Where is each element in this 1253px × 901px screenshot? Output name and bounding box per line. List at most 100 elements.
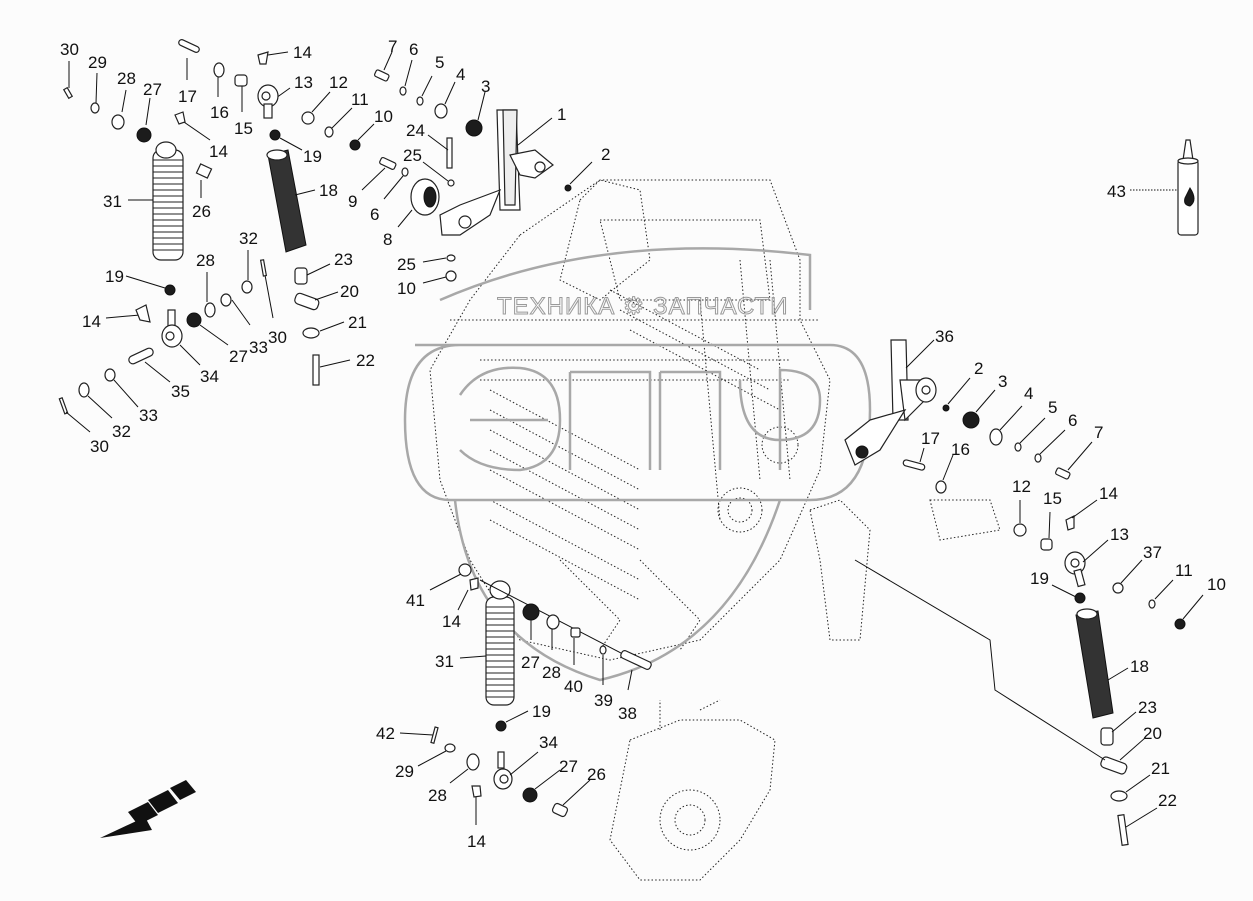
washer-16[interactable]: [213, 62, 225, 78]
grease-nipple-14-right[interactable]: [1065, 515, 1075, 531]
pin-17[interactable]: [178, 39, 200, 54]
flange-nut-12-right[interactable]: [1013, 523, 1027, 537]
grease-nipple-14-bottom2[interactable]: [471, 785, 482, 798]
washer-25-low[interactable]: [446, 254, 456, 262]
eye-bolt-13[interactable]: [257, 84, 279, 119]
washer-39[interactable]: [599, 645, 607, 655]
cap-nut-10[interactable]: [349, 139, 361, 151]
washer-11[interactable]: [324, 126, 334, 138]
washer-5-right[interactable]: [1014, 442, 1022, 452]
washer-32-low[interactable]: [78, 382, 90, 398]
o-ring-4[interactable]: [434, 103, 448, 119]
callout-30: 30: [90, 437, 109, 456]
callout-43: 43: [1107, 182, 1126, 201]
nut-19-mid[interactable]: [164, 284, 176, 296]
bushing-23-right[interactable]: [1100, 727, 1114, 746]
washer-6-right[interactable]: [1034, 453, 1042, 463]
cap-nut-10-right[interactable]: [1174, 618, 1186, 630]
callout-22: 22: [1158, 791, 1177, 810]
bushing-3-right[interactable]: [962, 411, 980, 429]
washer-32[interactable]: [241, 280, 253, 294]
o-ring-28[interactable]: [111, 114, 125, 130]
callout-10: 10: [1207, 575, 1226, 594]
nut-10-low[interactable]: [445, 270, 457, 282]
o-ring-4-right[interactable]: [989, 428, 1003, 446]
washer-33[interactable]: [220, 293, 232, 307]
cotter-pin-42[interactable]: [430, 726, 439, 744]
cotter-pin-30[interactable]: [62, 86, 74, 100]
washer-6-low[interactable]: [401, 167, 409, 177]
spring-18[interactable]: [266, 149, 307, 253]
cotter-pin-30-mid[interactable]: [259, 259, 268, 277]
bushing-40[interactable]: [570, 627, 581, 638]
bushing-23[interactable]: [294, 267, 308, 285]
bushing-15[interactable]: [234, 74, 248, 87]
washer-25[interactable]: [447, 179, 455, 187]
bushing-3[interactable]: [465, 119, 483, 137]
callout-1: 1: [557, 105, 566, 124]
spring-31[interactable]: [152, 141, 184, 261]
washer-21[interactable]: [302, 327, 320, 339]
pin-17-right[interactable]: [902, 459, 926, 471]
callout-8: 8: [383, 230, 392, 249]
spring-18-right[interactable]: [1075, 608, 1114, 719]
watermark-logo: [458, 366, 822, 472]
bushing-27[interactable]: [136, 127, 152, 143]
grease-nipple-14-top[interactable]: [257, 51, 269, 65]
sealant-tube-43[interactable]: [1177, 139, 1199, 236]
o-ring-29[interactable]: [90, 102, 100, 114]
bolt-7-right[interactable]: [1055, 467, 1071, 480]
washer-16-right[interactable]: [935, 480, 947, 494]
grease-nipple-2-right[interactable]: [942, 404, 950, 412]
washer-37[interactable]: [1112, 582, 1124, 594]
eye-bolt-13-right[interactable]: [1064, 551, 1086, 588]
callout-19: 19: [1030, 569, 1049, 588]
arm-36[interactable]: [844, 339, 937, 466]
washer-21-right[interactable]: [1110, 790, 1128, 802]
callout-16: 16: [210, 103, 229, 122]
grease-nipple-14[interactable]: [174, 111, 186, 125]
nut-19-right[interactable]: [1074, 592, 1086, 604]
grease-nipple-2[interactable]: [564, 184, 572, 192]
bolt-22-right[interactable]: [1117, 814, 1129, 846]
grease-nipple-14-mid[interactable]: [135, 304, 151, 323]
washer-33-low[interactable]: [104, 368, 116, 382]
pin-35[interactable]: [128, 347, 155, 365]
flange-nut-12[interactable]: [301, 111, 315, 125]
bushing-26-bottom[interactable]: [551, 802, 569, 818]
nut-19[interactable]: [269, 129, 281, 141]
washer-5[interactable]: [416, 96, 424, 106]
bushing-27-bottom2[interactable]: [522, 787, 538, 803]
bolt-7[interactable]: [374, 69, 390, 82]
block-20-right[interactable]: [1100, 756, 1128, 775]
callout-34: 34: [200, 367, 219, 386]
nut-19-bottom[interactable]: [495, 720, 507, 732]
callout-2: 2: [601, 145, 610, 164]
washer-6[interactable]: [399, 86, 407, 96]
eye-bolt-34[interactable]: [161, 309, 183, 348]
washer-11-right[interactable]: [1148, 599, 1156, 609]
o-ring-29-bottom[interactable]: [444, 743, 456, 753]
bushing-26[interactable]: [195, 163, 213, 179]
callout-29: 29: [395, 762, 414, 781]
bolt-22[interactable]: [312, 354, 320, 386]
bushing-27-bottom[interactable]: [522, 603, 540, 621]
bearing-8[interactable]: [410, 178, 440, 216]
bolt-9[interactable]: [379, 156, 397, 170]
o-ring-28-mid[interactable]: [204, 302, 216, 318]
cotter-pin-30-low[interactable]: [58, 397, 69, 415]
grease-nipple-14-bottom[interactable]: [469, 577, 479, 591]
callout-26: 26: [192, 202, 211, 221]
callout-7: 7: [1094, 423, 1103, 442]
block-20[interactable]: [294, 292, 320, 311]
bolt-24[interactable]: [446, 137, 453, 169]
spring-31-bottom[interactable]: [485, 580, 515, 706]
bolt-38[interactable]: [620, 649, 652, 671]
o-ring-28-bottom[interactable]: [546, 614, 560, 630]
o-ring-28-bottom2[interactable]: [466, 753, 480, 771]
nut-41[interactable]: [458, 563, 472, 577]
bushing-27-mid[interactable]: [186, 312, 202, 328]
bushing-15-right[interactable]: [1040, 538, 1053, 551]
eye-bolt-34-bottom[interactable]: [493, 751, 513, 790]
arm-1[interactable]: [439, 109, 554, 236]
